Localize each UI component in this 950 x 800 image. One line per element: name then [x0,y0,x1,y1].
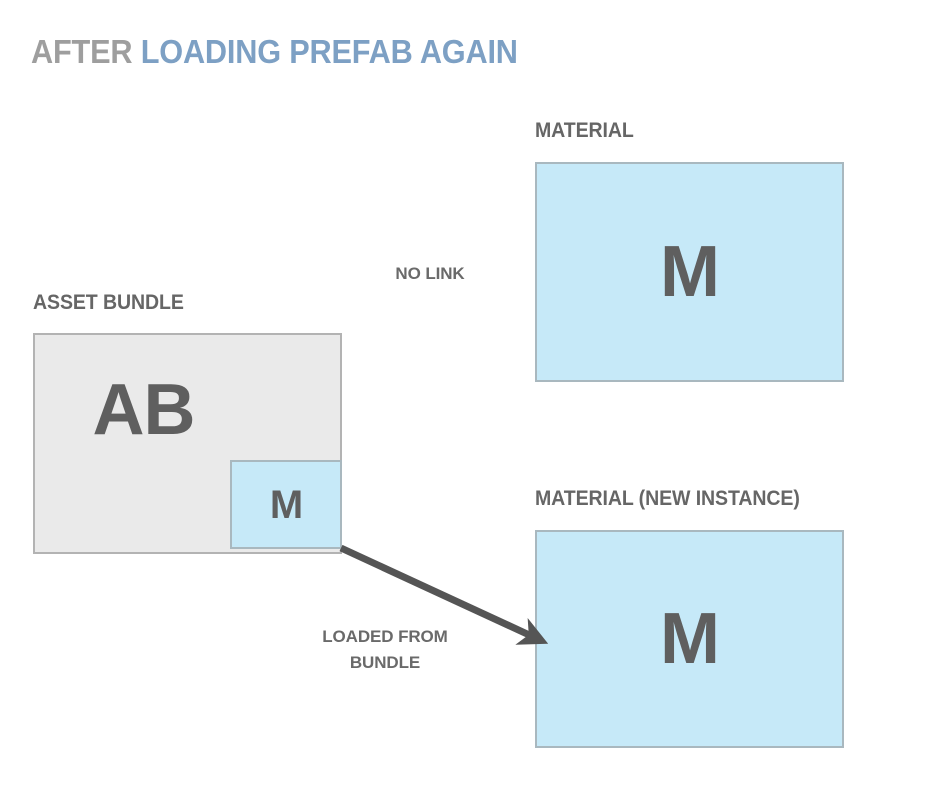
asset-bundle-label: ASSET BUNDLE [33,291,184,314]
material-new-instance-glyph: M [660,599,720,679]
material-box[interactable]: M [535,162,844,382]
bundled-material-glyph: M [269,482,303,527]
asset-bundle-box[interactable]: AB [33,333,342,554]
material-glyph: M [660,232,720,312]
no-link-annotation: NO LINK [395,264,465,283]
material-label: MATERIAL [535,119,634,142]
material-new-instance-box[interactable]: M [535,530,844,748]
material-new-instance-label: MATERIAL (NEW INSTANCE) [535,487,800,510]
page-title-highlight: LOADING PREFAB AGAIN [140,33,518,70]
asset-bundle-glyph: AB [92,369,196,450]
loaded-from-bundle-annotation: LOADED FROM BUNDLE [322,627,448,673]
asset-bundle-glyph-wrap: AB [35,335,340,552]
bundled-material-box[interactable]: M [230,460,342,549]
page-title: AFTER LOADING PREFAB AGAIN [31,33,518,71]
page-title-lead: AFTER [31,33,141,70]
